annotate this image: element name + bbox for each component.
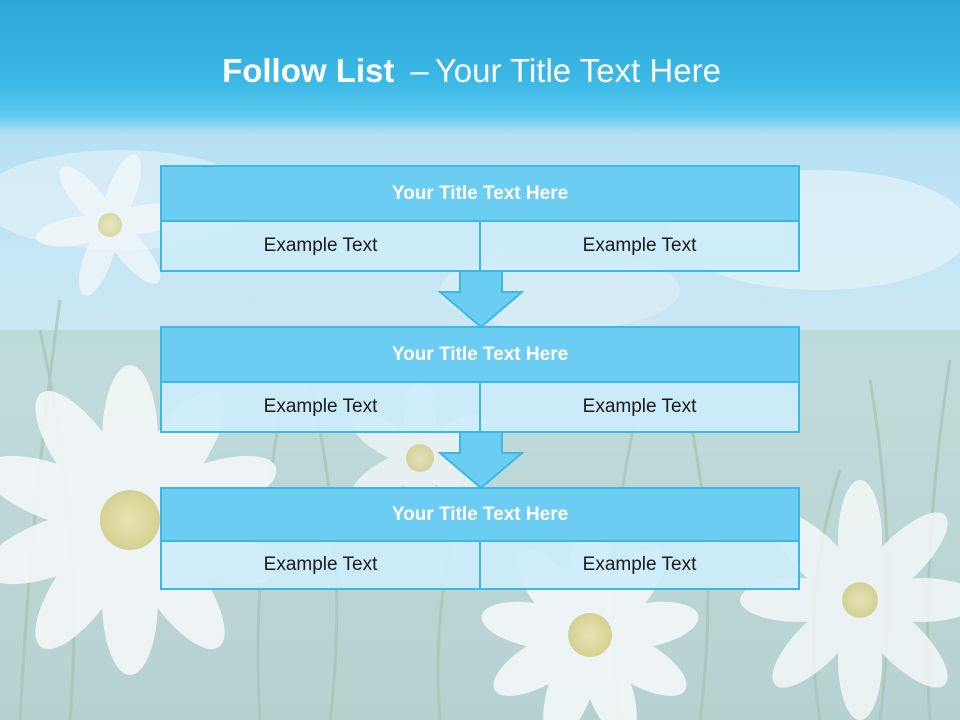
- block-title: Your Title Text Here: [160, 487, 800, 542]
- block-row: Example Text Example Text: [160, 542, 800, 590]
- down-arrow-icon: [438, 431, 524, 489]
- block-cell-right: Example Text: [479, 542, 798, 588]
- block-cell-right: Example Text: [479, 222, 798, 270]
- list-block-1: Your Title Text Here Example Text Exampl…: [160, 165, 800, 272]
- block-title: Your Title Text Here: [160, 326, 800, 383]
- block-cell-left: Example Text: [263, 396, 378, 417]
- slide-title: Follow List–Your Title Text Here: [0, 52, 943, 90]
- slide-title-rest: Your Title Text Here: [434, 52, 721, 89]
- slide-title-bold: Follow List: [222, 52, 395, 89]
- block-cell-left: Example Text: [263, 235, 378, 256]
- block-row: Example Text Example Text: [160, 222, 800, 272]
- block-cell-right: Example Text: [479, 383, 798, 431]
- header-band: [0, 0, 960, 135]
- list-block-3: Your Title Text Here Example Text Exampl…: [160, 487, 800, 590]
- down-arrow-icon: [438, 270, 524, 328]
- block-cell-left: Example Text: [263, 554, 378, 575]
- block-title: Your Title Text Here: [160, 165, 800, 222]
- list-block-2: Your Title Text Here Example Text Exampl…: [160, 326, 800, 433]
- slide-title-dash: –: [410, 52, 429, 89]
- block-row: Example Text Example Text: [160, 383, 800, 433]
